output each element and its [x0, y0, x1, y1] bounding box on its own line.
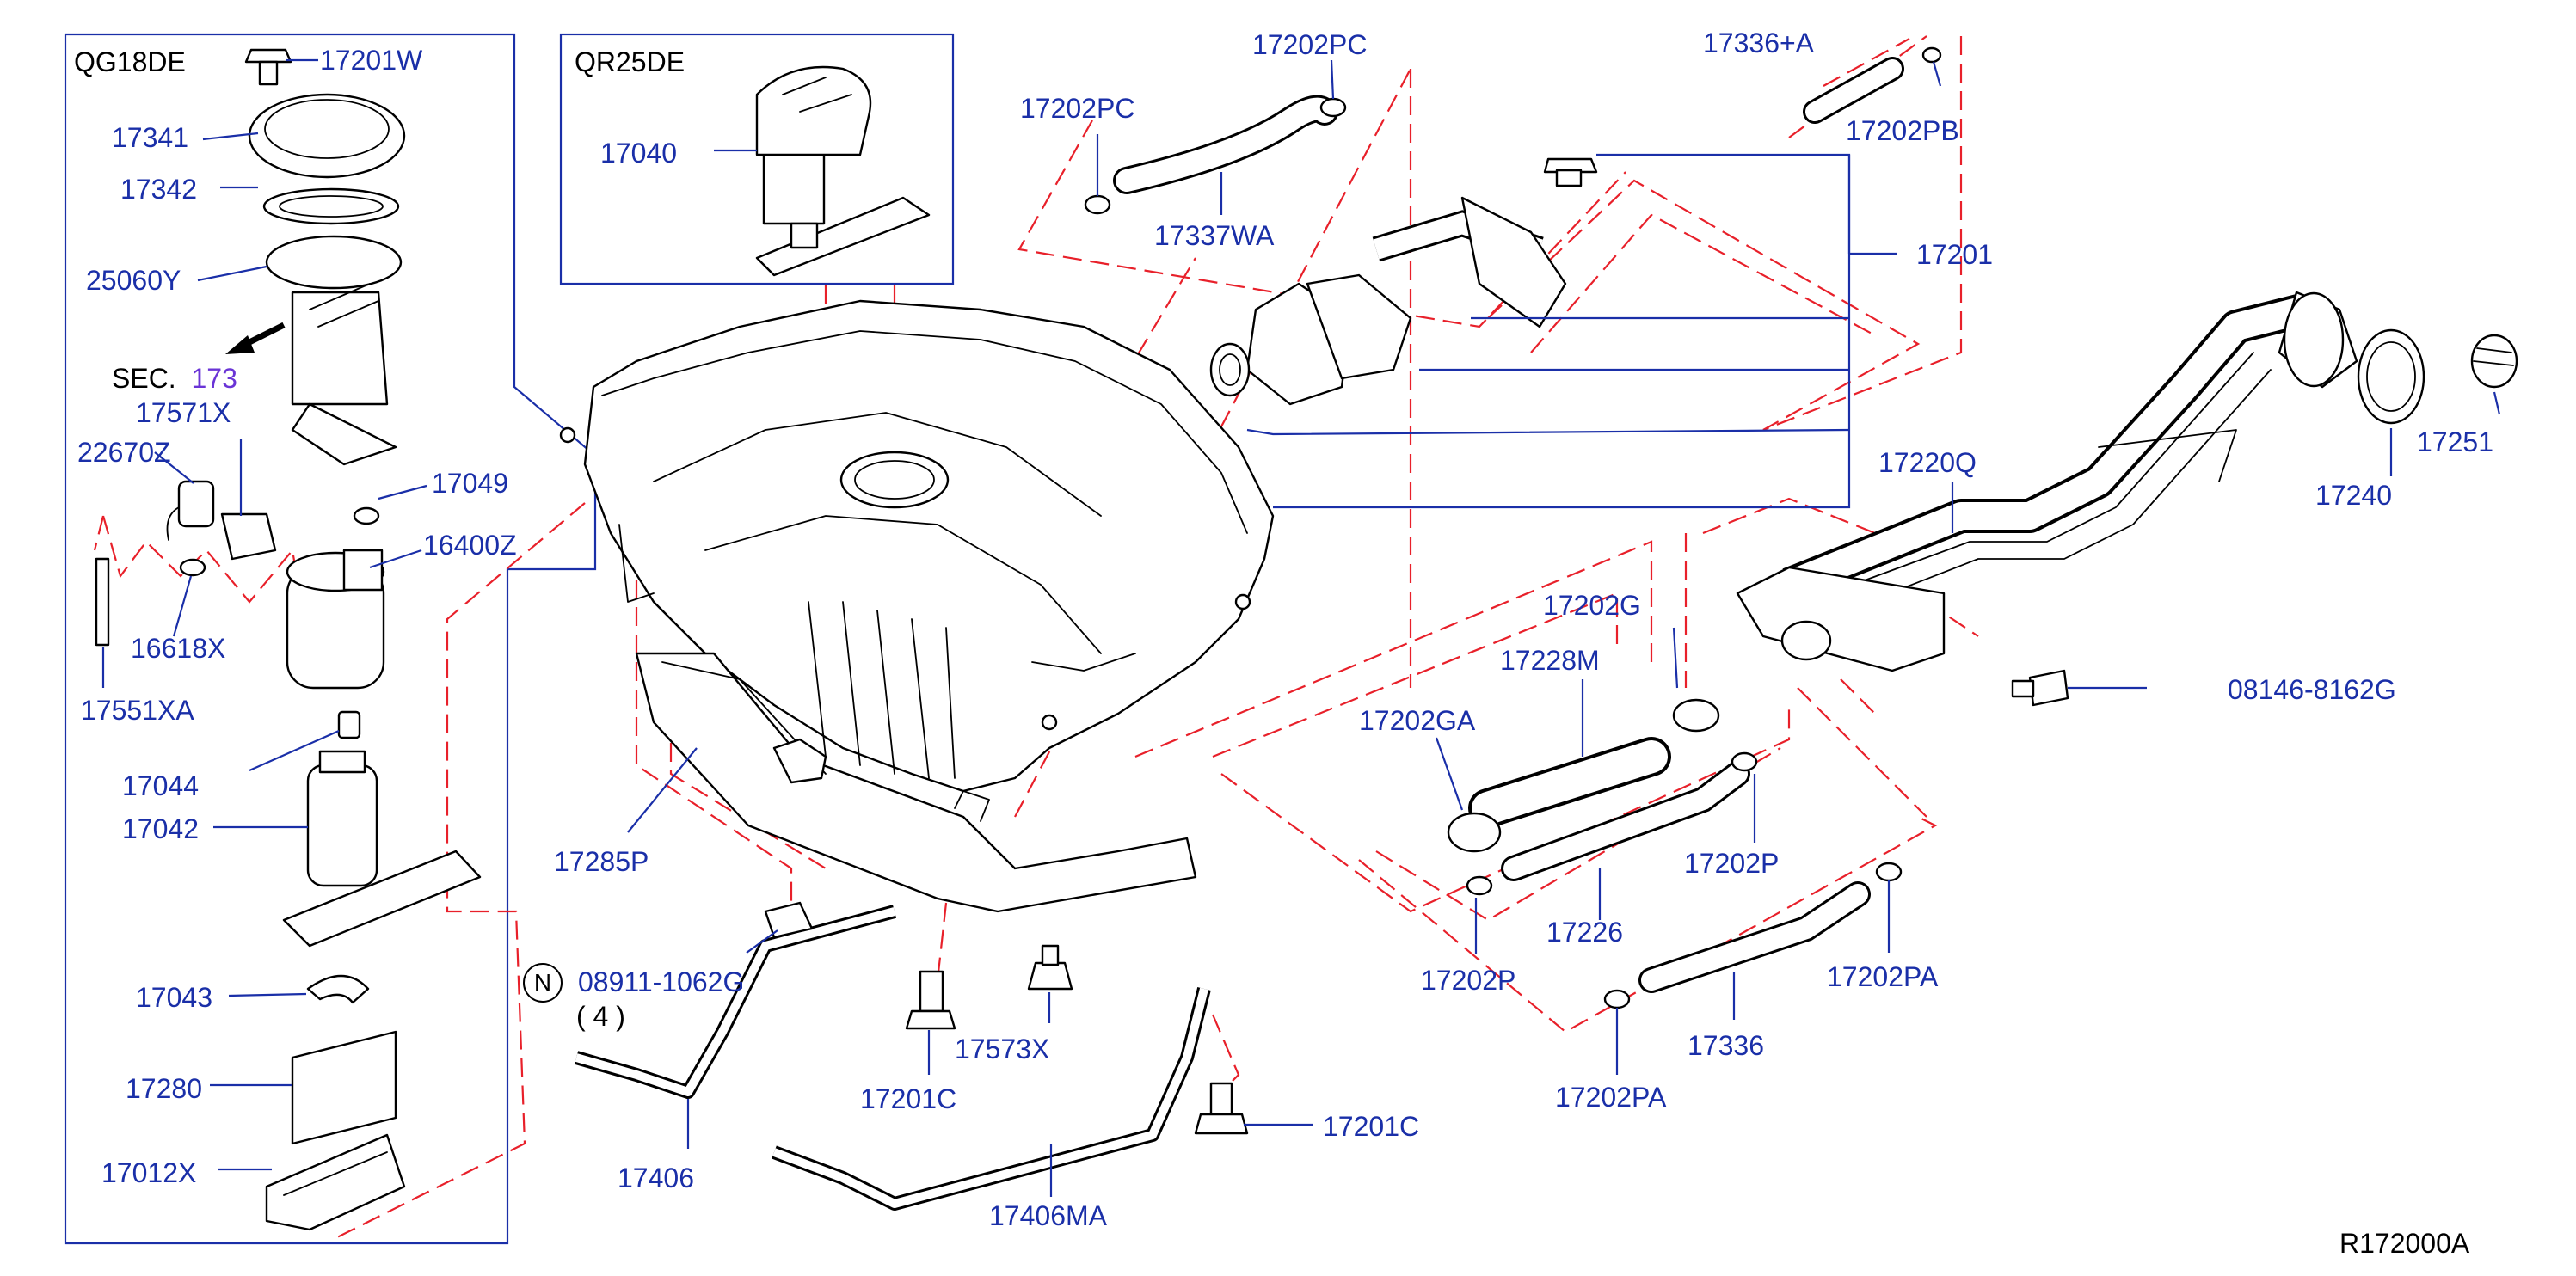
part-label: 17406MA	[989, 1200, 1107, 1231]
part-label: 17202GA	[1359, 705, 1476, 736]
part-label: 17573X	[955, 1034, 1050, 1064]
part-label: 08146-8162G	[2228, 674, 2396, 705]
part-label: 17202P	[1421, 965, 1516, 996]
note-quantity: ( 4 )	[576, 1001, 625, 1032]
part-label: 17202PC	[1020, 93, 1135, 124]
part-label: 17201C	[860, 1083, 957, 1114]
part-label: 17044	[122, 770, 199, 801]
section-reference: SEC. 173	[112, 363, 237, 394]
part-label: 17202P	[1684, 848, 1780, 879]
part-label: 17043	[136, 982, 212, 1013]
qg18de-parts	[95, 48, 482, 1231]
engine-label-qr25de: QR25DE	[575, 46, 685, 77]
part-label: 17406	[618, 1163, 694, 1193]
leader-lines	[101, 58, 2501, 1197]
part-label: 17336	[1688, 1030, 1764, 1061]
note-symbol: N	[523, 963, 563, 1003]
part-label: 17251	[2417, 426, 2493, 457]
fuel-tank	[559, 299, 1275, 793]
part-label: 17202PC	[1252, 29, 1368, 60]
part-label: 17336+A	[1703, 28, 1815, 58]
part-label: 17220Q	[1878, 447, 1977, 478]
part-label: 08911-1062G	[578, 966, 745, 997]
part-label: 17040	[600, 138, 677, 169]
part-label: 17341	[112, 122, 188, 153]
upper-hoses	[1084, 46, 1942, 406]
part-label: 17551XA	[81, 695, 194, 726]
part-label: 17280	[126, 1073, 202, 1104]
tank-protector	[635, 652, 1197, 913]
part-label: 17228M	[1500, 645, 1600, 676]
part-label: 17049	[432, 468, 508, 499]
part-label: 17285P	[554, 846, 649, 877]
qg18de-frame	[64, 33, 597, 1245]
part-label: 17202PB	[1846, 115, 1959, 146]
qr25de-fuel-pump	[755, 65, 931, 277]
section-prefix: SEC.	[112, 363, 176, 394]
part-label: 17201C	[1323, 1111, 1420, 1142]
part-label: 16400Z	[423, 530, 517, 561]
section-number: 173	[191, 363, 237, 394]
part-label: 17226	[1546, 917, 1623, 948]
lower-right-hoses	[1447, 698, 1903, 1009]
part-label: 17202G	[1543, 590, 1641, 621]
part-label: 16618X	[131, 633, 226, 664]
part-label: 17342	[120, 174, 197, 205]
part-label: 17202PA	[1555, 1082, 1667, 1113]
part-label: 17337WA	[1154, 220, 1275, 251]
part-label: 17201W	[320, 45, 423, 76]
part-label: 17201	[1916, 239, 1993, 270]
part-label: 22670Z	[77, 437, 171, 468]
part-label: 17042	[122, 813, 199, 844]
engine-label-qg18de: QG18DE	[74, 46, 186, 77]
diagram-code: R172000A	[2339, 1228, 2470, 1259]
part-label: 17202PA	[1827, 961, 1939, 992]
lower-tubes-and-fasteners	[574, 901, 1249, 1211]
part-label: 25060Y	[86, 265, 181, 296]
part-label: 17240	[2315, 480, 2392, 511]
qr25de-frame	[559, 33, 955, 285]
filler-tube-assembly	[1736, 291, 2518, 707]
part-label: 17571X	[136, 397, 231, 428]
part-label: 17012X	[101, 1157, 197, 1188]
